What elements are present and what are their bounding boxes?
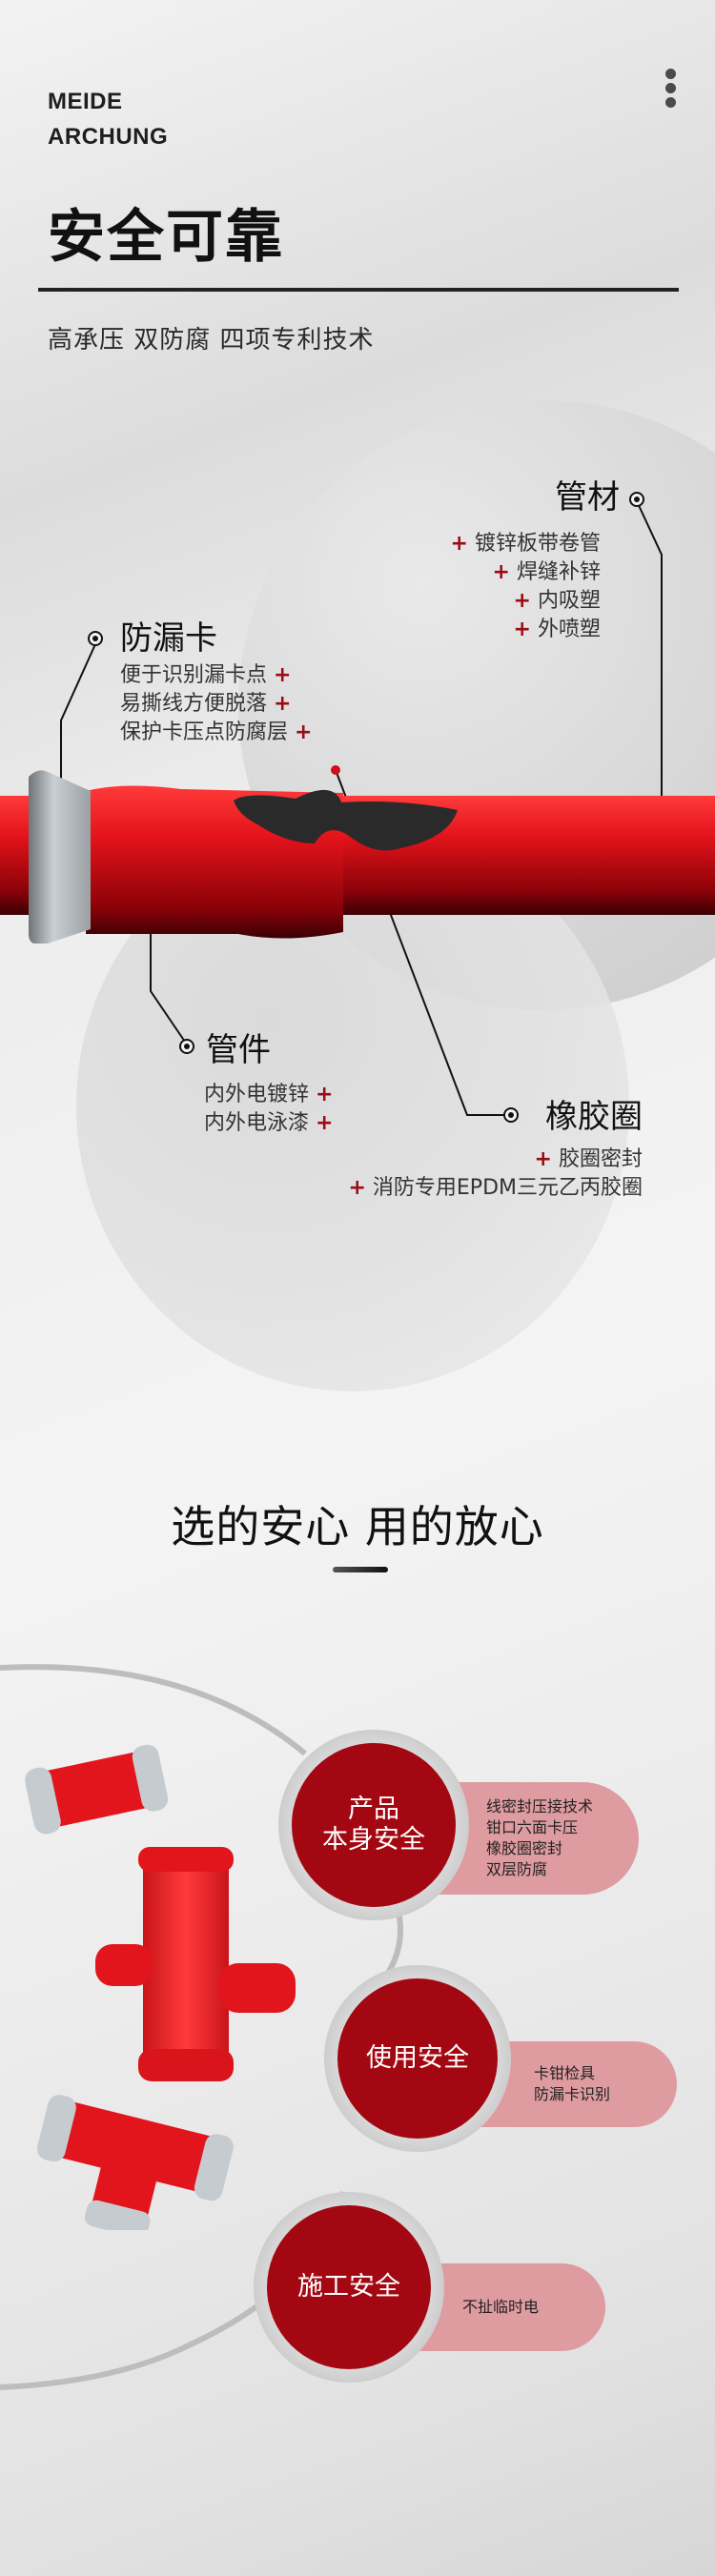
rubber-ring-marker (503, 1107, 519, 1123)
leak-clip-marker (88, 631, 103, 646)
feature-usage-ring: 使用安全 (324, 1965, 511, 2152)
fitting-marker (179, 1039, 194, 1054)
fitting-list: 内外电镀锌 + 内外电泳漆 + (204, 1081, 333, 1138)
page-title: 安全可靠 (48, 204, 284, 271)
leak-clip-title: 防漏卡 (120, 619, 217, 658)
more-vertical-icon[interactable] (665, 69, 679, 112)
list-item: 内外电镀锌 + (204, 1083, 334, 1106)
list-item: + 焊缝补锌 (492, 560, 601, 584)
feature-product-details: 线密封压接技术 钳口六面卡压 橡胶圈密封 双层防腐 (439, 1782, 639, 1895)
fittings-photo (25, 1744, 296, 2230)
feature-product-ring: 产品本身安全 (278, 1730, 469, 1920)
page-subtitle: 高承压 双防腐 四项专利技术 (48, 326, 375, 355)
feature-construction-ring: 施工安全 (254, 2192, 444, 2383)
pipe-illustration (0, 770, 715, 943)
title-divider (38, 288, 679, 292)
leak-clip-list: 便于识别漏卡点 + 易撕线方便脱落 + 保护卡压点防腐层 + (120, 661, 312, 747)
feature-usage-disc: 使用安全 (337, 1978, 498, 2139)
brand-logo: MEIDE ARCHUNG (48, 84, 168, 154)
rubber-ring-list: + 胶圈密封 + 消防专用EPDM三元乙丙胶圈 (348, 1146, 643, 1203)
brand-line-1: MEIDE (48, 89, 123, 114)
list-item: 保护卡压点防腐层 + (120, 720, 313, 744)
rubber-ring-title: 橡胶圈 (545, 1098, 643, 1136)
brand-line-2: ARCHUNG (48, 124, 169, 150)
list-item: + 胶圈密封 (534, 1147, 643, 1171)
feature-product-disc: 产品本身安全 (292, 1743, 456, 1907)
section-title: 选的安心 用的放心 (171, 1501, 544, 1552)
list-item: + 外喷塑 (513, 618, 601, 641)
list-item: 内外电泳漆 + (204, 1111, 334, 1135)
fitting-title: 管件 (206, 1031, 271, 1069)
list-item: + 镀锌板带卷管 (450, 532, 601, 556)
list-item: + 内吸塑 (513, 589, 601, 613)
pipe-material-list: + 镀锌板带卷管 + 焊缝补锌 + 内吸塑 + 外喷塑 (451, 530, 601, 644)
pipe-material-title: 管材 (555, 478, 620, 517)
feature-construction-disc: 施工安全 (267, 2205, 431, 2369)
section-title-bar (333, 1567, 388, 1572)
list-item: 易撕线方便脱落 + (120, 692, 292, 716)
list-item: + 消防专用EPDM三元乙丙胶圈 (348, 1176, 643, 1200)
list-item: 便于识别漏卡点 + (120, 663, 292, 687)
pipe-material-marker (629, 492, 644, 507)
